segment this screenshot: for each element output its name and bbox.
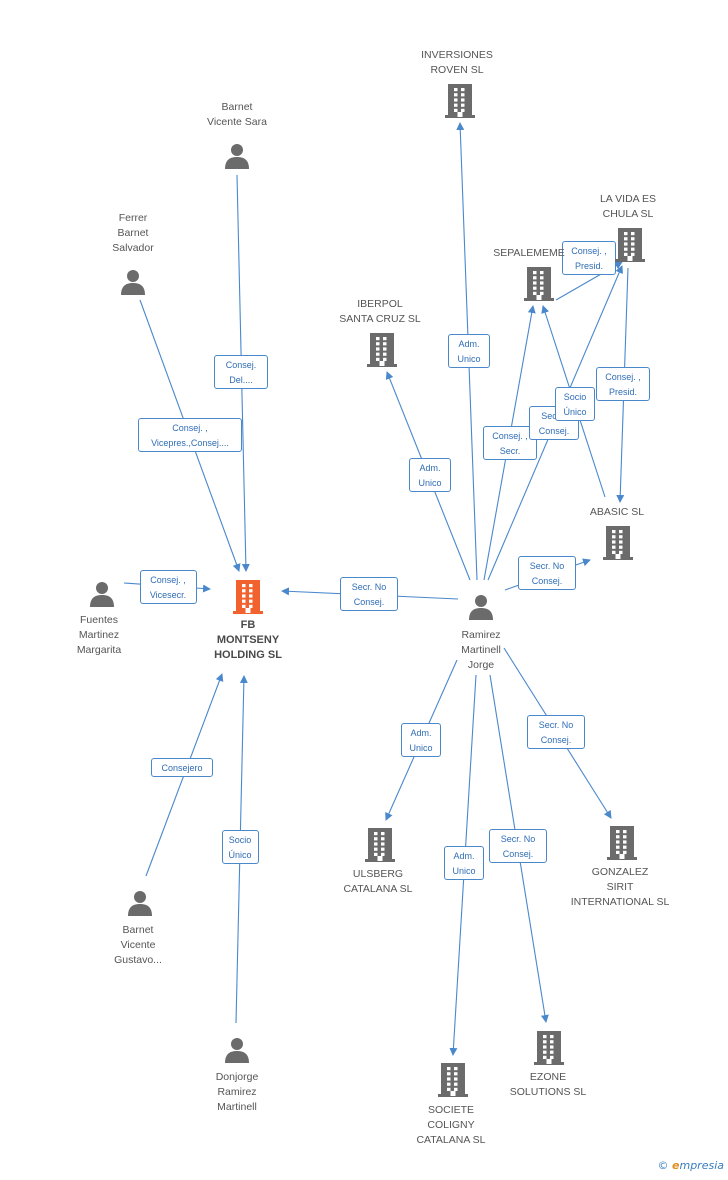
node-label-sepalememe[interactable]: SEPALEMEME [493,247,565,259]
building-icon[interactable] [445,84,475,123]
edge-label[interactable]: Secr. No Consej. [518,556,576,590]
person-icon[interactable] [223,1036,251,1069]
node-label-societe[interactable]: SOCIETE COLIGNY CATALANA SL [416,1104,486,1146]
edge-label[interactable]: Consej. Del.... [214,355,268,389]
node-label-ferrer[interactable]: Ferrer Barnet Salvador [112,212,154,254]
node-label-ezone[interactable]: EZONE SOLUTIONS SL [509,1071,587,1098]
building-icon[interactable] [524,267,554,306]
person-icon[interactable] [467,593,495,626]
building-icon[interactable] [603,526,633,565]
edge-label[interactable]: Consej. , Vicesecr. [139,570,197,604]
node-label-abasic[interactable]: ABASIC SL [589,506,645,518]
edge-label[interactable]: Adm. Unico [448,334,490,368]
node-label-ulsberg[interactable]: ULSBERG CATALANA SL [343,868,413,895]
node-label-fb[interactable]: FB MONTSENY HOLDING SL [214,619,282,661]
copyright-icon: © [657,1159,669,1172]
node-label-iberpol[interactable]: IBERPOL SANTA CRUZ SL [339,298,421,325]
person-icon[interactable] [126,889,154,922]
person-icon[interactable] [119,268,147,301]
edge-label[interactable]: Secr. No Consej. [340,577,398,611]
person-icon[interactable] [223,142,251,175]
building-icon[interactable] [365,828,395,867]
edge-label[interactable]: Adm. Unico [444,846,484,880]
person-icon[interactable] [88,580,116,613]
edge-label[interactable]: Consejero [151,757,213,777]
node-label-barnet_sara[interactable]: Barnet Vicente Sara [207,101,267,128]
edge-label[interactable]: Adm. Unico [409,458,451,492]
building-icon[interactable] [615,228,645,267]
node-label-donjorge[interactable]: Donjorge Ramirez Martinell [215,1071,259,1113]
building-icon[interactable] [607,826,637,865]
building-icon[interactable] [367,333,397,372]
edge-label[interactable]: Consej. , Presid. [562,241,616,275]
node-label-fuentes[interactable]: Fuentes Martinez Margarita [76,614,122,656]
node-label-barnet_gustavo[interactable]: Barnet Vicente Gustavo... [114,924,162,966]
node-label-ramirez[interactable]: Ramirez Martinell Jorge [461,629,501,671]
building-icon[interactable] [438,1063,468,1102]
edge-label[interactable]: Adm. Unico [401,723,441,757]
building-icon[interactable] [534,1031,564,1070]
building-icon[interactable] [233,580,263,619]
node-label-lavida[interactable]: LA VIDA ES CHULA SL [599,193,657,220]
empresia-logo: © empresia [657,1159,724,1172]
edge-label[interactable]: Socio Único [555,387,595,421]
node-label-roven[interactable]: INVERSIONES ROVEN SL [421,49,493,76]
edge-label[interactable]: Consej. , Secr. [483,426,537,460]
edge-label[interactable]: Consej. , Presid. [596,367,650,401]
edge-label[interactable]: Secr. No Consej. [527,715,585,749]
edge-label[interactable]: Consej. , Vicepres.,Consej.... [138,418,242,452]
edge-label[interactable]: Socio Único [221,830,259,864]
edge-label[interactable]: Secr. No Consej. [489,829,547,863]
node-label-gonzalez[interactable]: GONZALEZ SIRIT INTERNATIONAL SL [570,866,670,908]
